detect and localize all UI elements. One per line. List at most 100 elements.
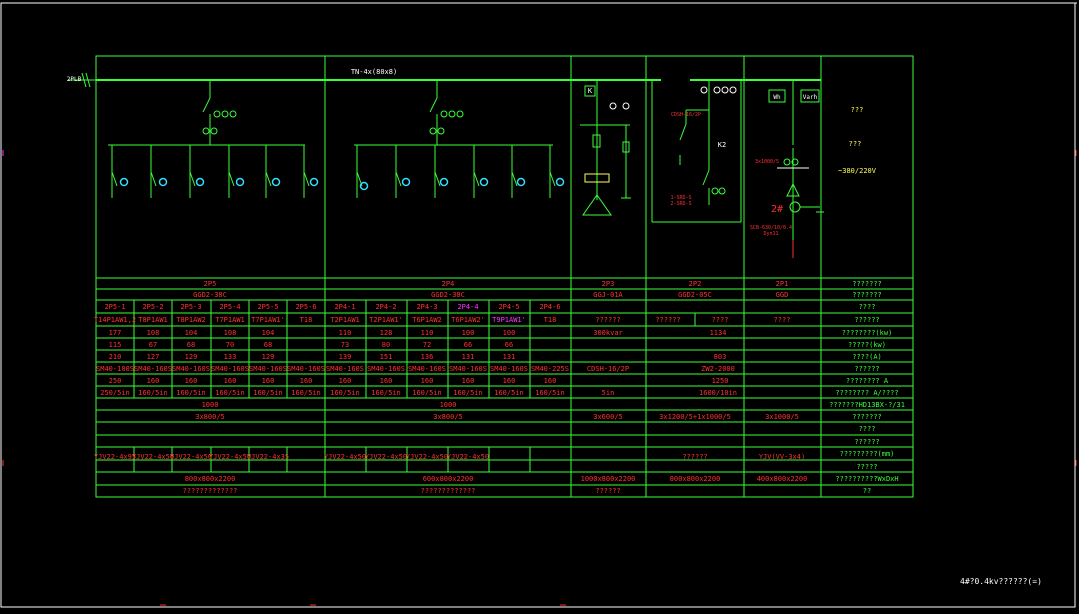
calc-power: 72 (422, 341, 432, 349)
cabinet-number: 2P3 (601, 280, 615, 288)
cabinet-type: GGD2-38C (431, 291, 465, 299)
varh-meter-label: Varh (802, 94, 818, 101)
calc-power: 115 (108, 341, 122, 349)
remark: ????????????? (420, 487, 476, 495)
setting-current: 160 (261, 377, 275, 385)
setting-current: 160 (379, 377, 393, 385)
row-label: ?????? (854, 365, 880, 373)
calc-current: 151 (379, 353, 393, 361)
cabinet-type: GGD (775, 291, 789, 299)
loop-name: T7P1AW1 (215, 316, 245, 324)
cable-spec: YJV22-4x50 (323, 453, 367, 461)
loop-name: T14P1AW1,2 (93, 316, 137, 324)
row-label: ???????? A/???? (835, 389, 899, 397)
cabinet-type: GGJ-01A (593, 291, 623, 299)
ct-ratio: 3x800/5 (433, 413, 463, 421)
calc-power: 68 (186, 341, 196, 349)
cabinet-number: 2P5 (203, 280, 217, 288)
calc-current: 127 (146, 353, 160, 361)
loop-name: T2P1AW1' (369, 316, 403, 324)
cable-spec: YJV(VV-3x4) (758, 453, 806, 461)
title-block: 4#?0.4kv??????(=) (960, 577, 1042, 586)
breaker-model: SM40-100S (96, 365, 134, 373)
transformer-label: 2# (770, 204, 784, 215)
installed-capacity: 100 (461, 329, 475, 337)
table-grid (96, 288, 913, 486)
ct-ratio: 3x600/5 (593, 413, 623, 421)
installed-capacity: 128 (379, 329, 393, 337)
circuit-number: 2P4-4 (457, 303, 479, 311)
incoming-marker: 2PLB (66, 76, 82, 83)
loop-name: T6P1AW2' (451, 316, 485, 324)
incoming-feeder (68, 72, 96, 88)
row-label: ?????????(mm) (839, 450, 895, 458)
protection-setting: 1600/10in (699, 389, 737, 397)
breaker-model: SM40-160S (490, 365, 528, 373)
p2p2-k2-label: K2 (717, 141, 727, 149)
cabinet-dimensions: 800x800x2200 (669, 475, 721, 483)
setting-current: 160 (146, 377, 160, 385)
calc-power: 66 (504, 341, 514, 349)
setting-current: 160 (223, 377, 237, 385)
p2p2-surge-note-1: 1-SRD-S (670, 195, 692, 201)
breaker-model: SM40-160S (172, 365, 210, 373)
cable-spec: YJV22-4x50 (169, 453, 213, 461)
p2p3-k-label: K (587, 87, 593, 95)
ct-ratio: 3x1000/5 (765, 413, 799, 421)
circuit-number: 2P5-4 (219, 303, 241, 311)
breaker-model: SM40-160S (249, 365, 287, 373)
ct-ratio: 3x800/5 (195, 413, 225, 421)
cabinet-number: 2P2 (688, 280, 702, 288)
circuit-number: 2P4-3 (416, 303, 438, 311)
cabinet-number: 2P1 (775, 280, 789, 288)
installed-capacity: 108 (146, 329, 160, 337)
circuit-number: 2P5-2 (142, 303, 164, 311)
setting-current: 160 (543, 377, 557, 385)
setting-current: 160 (338, 377, 352, 385)
panel-2p3-indicators (609, 102, 630, 110)
panel-2p2-indicators (700, 86, 737, 94)
calc-current: 803 (713, 353, 727, 361)
loop-name: T18 (299, 316, 313, 324)
protection-setting: 160/5in (330, 389, 360, 397)
installed-capacity: 108 (223, 329, 237, 337)
transformer-note: SCB-630/10/0.4 (749, 225, 793, 231)
protection-setting: 160/5in (371, 389, 401, 397)
cabinet-number: 2P4 (441, 280, 455, 288)
protection-setting: 160/5in (253, 389, 283, 397)
cable-spec: ?????? (682, 453, 708, 461)
calc-power: 70 (225, 341, 235, 349)
protection-setting: 5in (601, 389, 615, 397)
cabinet-type: GGD2-38C (193, 291, 227, 299)
panel-2p5-lamps (119, 177, 319, 187)
row-label: ???? (858, 303, 876, 311)
circuit-number: 2P4-5 (498, 303, 520, 311)
row-label: ??????????WxDxH (835, 475, 899, 483)
protection-setting: 160/5in (138, 389, 168, 397)
protection-setting: 160/5in (291, 389, 321, 397)
remark: ????????????? (182, 487, 238, 495)
panel-2p4-circuit (354, 80, 556, 198)
protection-setting: 160/5in (412, 389, 442, 397)
loop-name: T7P1AW1' (251, 316, 285, 324)
diagram-frame (95, 55, 914, 498)
protection-setting: 250/5in (100, 389, 130, 397)
breaker-model: SM40-160S (287, 365, 325, 373)
setting-current: 160 (420, 377, 434, 385)
busbar-rating: 1000 (201, 401, 219, 409)
installed-capacity: 177 (108, 329, 122, 337)
calc-power: 68 (263, 341, 273, 349)
breaker-model: SM40-160S (367, 365, 405, 373)
cable-spec: YJV22-4x50 (208, 453, 252, 461)
calc-current: 136 (420, 353, 434, 361)
loop-name: T18 (543, 316, 557, 324)
row-label: ?????(kw) (848, 341, 886, 349)
cable-spec: YJV22-4x50 (131, 453, 175, 461)
protection-setting: 160/5in (453, 389, 483, 397)
calc-power: 67 (148, 341, 158, 349)
row-label: ????? (856, 463, 878, 471)
cabinet-type: GGD2-05C (678, 291, 712, 299)
circuit-number: 2P5-5 (257, 303, 279, 311)
protection-setting: 160/5in (176, 389, 206, 397)
